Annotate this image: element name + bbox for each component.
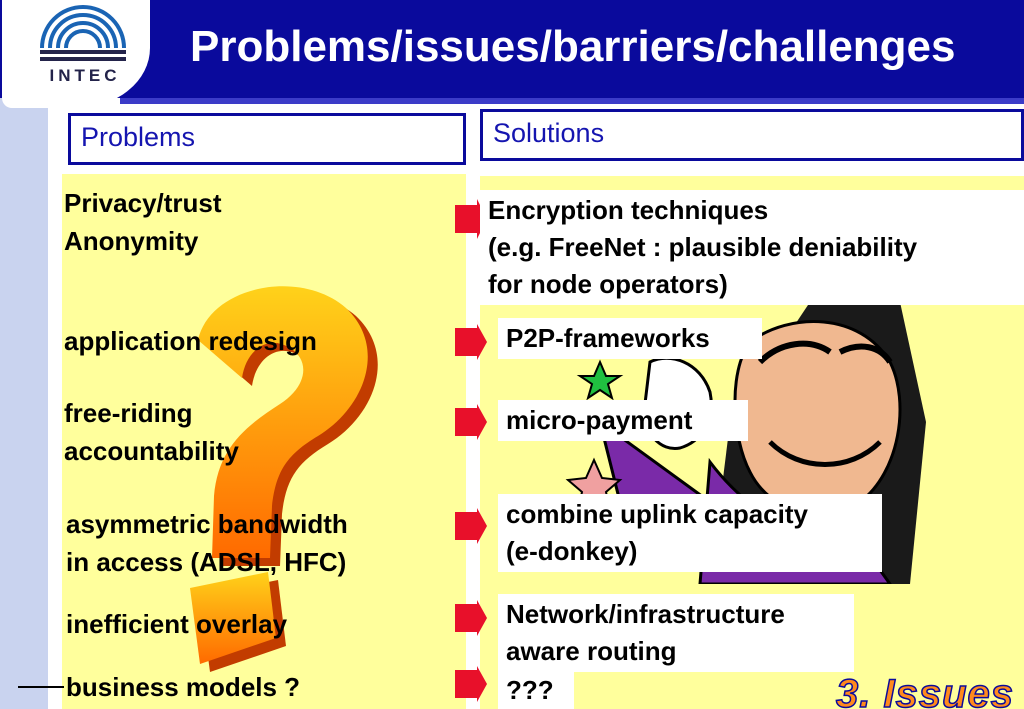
problem-privacy: Privacy/trust Anonymity xyxy=(64,188,222,256)
logo-arcs-icon xyxy=(40,5,126,61)
solutions-header: Solutions xyxy=(480,109,1024,161)
arrow-right-icon xyxy=(455,666,487,702)
bottom-rule xyxy=(18,686,64,688)
side-strip xyxy=(0,0,48,709)
solution-encryption: Encryption techniques (e.g. FreeNet : pl… xyxy=(480,190,1024,305)
question-mark-icon xyxy=(190,286,378,672)
header-band xyxy=(0,0,1024,98)
solution-routing: Network/infrastructure aware routing xyxy=(498,594,854,672)
logo-text: INTEC xyxy=(49,66,121,85)
arrow-right-icon xyxy=(455,324,487,360)
problem-asymmetric: asymmetric bandwidth in access (ADSL, HF… xyxy=(66,509,348,577)
problem-free-riding: free-riding accountability xyxy=(64,398,239,466)
section-label: 3. Issues xyxy=(835,671,1015,709)
solution-uplink: combine uplink capacity (e-donkey) xyxy=(498,494,882,572)
arrow-right-icon xyxy=(455,600,487,636)
slide-title: Problems/issues/barriers/challenges xyxy=(190,22,956,71)
arrow-right-icon xyxy=(455,199,487,239)
problem-application: application redesign xyxy=(64,326,317,356)
problem-overlay: inefficient overlay xyxy=(66,609,288,639)
problems-header: Problems xyxy=(68,113,466,165)
solution-p2p-frameworks: P2P-frameworks xyxy=(498,318,762,359)
solution-micro-payment: micro-payment xyxy=(498,400,748,441)
arrow-right-icon xyxy=(455,404,487,440)
header-underline xyxy=(120,98,1024,104)
intec-logo: INTEC xyxy=(2,0,150,108)
solution-unknown: ??? xyxy=(498,670,574,709)
arrow-right-icon xyxy=(455,508,487,544)
problem-business: business models ? xyxy=(66,672,301,702)
